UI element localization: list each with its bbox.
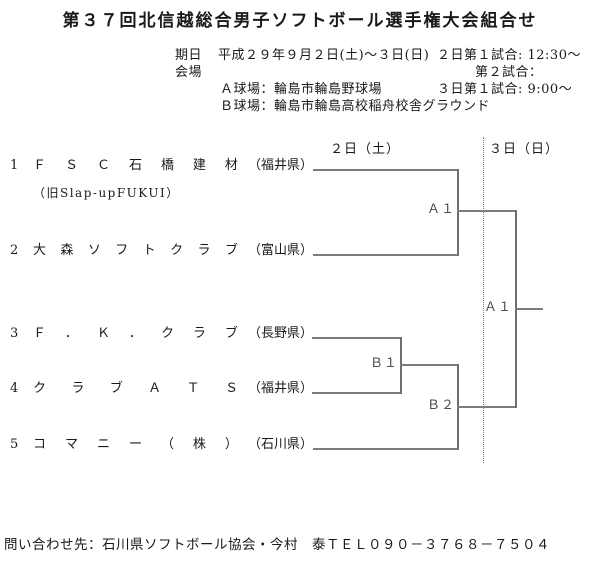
team-number: 3 [10, 326, 19, 341]
bracket-line-team-4 [312, 392, 400, 394]
day-sunday-header: ３日（日） [489, 142, 560, 157]
venue-b: Ｂ球場：輪島市輪島高校稲舟校舎グラウンド [220, 99, 491, 114]
team-row-5: 5 コマニー（株） （石川県） [10, 436, 313, 453]
bracket-line-team-3 [312, 337, 400, 339]
team-number: 2 [10, 243, 19, 258]
team-prefecture: （長野県） [248, 326, 314, 341]
team-prefecture: （富山県） [248, 243, 314, 258]
team-1-former-name-note: （旧Slap-upFUKUI） [33, 186, 180, 200]
schedule-game2: 第２試合： [475, 65, 543, 80]
match-label-b1: Ｂ１ [369, 356, 398, 371]
bracket-line-team-5 [313, 448, 457, 450]
match-label-b2: Ｂ２ [426, 398, 455, 413]
schedule-day3-game1: ３日第１試合: 9:00～ [437, 82, 573, 97]
team-number: 4 [10, 381, 19, 396]
match-label-a1: Ａ１ [426, 202, 455, 217]
contact-info: 問い合わせ先：石川県ソフトボール協会・今村 泰ＴＥＬ０９０－３７６８－７５０４ [4, 537, 550, 553]
bracket-winner-b2 [457, 406, 515, 408]
team-name: コマニー（株） [33, 437, 238, 452]
bracket-join-a1 [457, 169, 459, 256]
bracket-line-team-1 [313, 169, 457, 171]
team-row-2: 2 大森ソフトクラブ （富山県） [10, 242, 313, 259]
venue-label: 会場 [175, 65, 203, 80]
team-name: Ｆ．Ｋ．クラブ [33, 326, 238, 341]
day-divider-line [483, 137, 484, 463]
date-value: 平成２９年９月２日(土)～３日(日) [218, 48, 430, 63]
bracket-line-team-2 [313, 254, 457, 256]
date-label: 期日 [175, 48, 203, 63]
team-number: 1 [10, 158, 19, 173]
schedule-day2-game1: ２日第１試合: 12:30～ [437, 48, 581, 63]
team-prefecture: （石川県） [248, 437, 314, 452]
team-prefecture: （福井県） [248, 158, 314, 173]
bracket-winner-final [515, 308, 543, 310]
bracket-winner-b1 [400, 364, 459, 366]
team-number: 5 [10, 437, 19, 452]
team-prefecture: （福井県） [248, 381, 314, 396]
team-row-3: 3 Ｆ．Ｋ．クラブ （長野県） [10, 325, 313, 342]
day-saturday-header: ２日（土） [330, 142, 401, 157]
match-label-final-a1: Ａ１ [483, 300, 512, 315]
bracket-winner-a1 [457, 210, 515, 212]
page-title: 第３７回北信越総合男子ソフトボール選手権大会組合せ [62, 11, 538, 31]
venue-a: Ａ球場：輪島市輪島野球場 [220, 82, 383, 97]
team-name: 大森ソフトクラブ [33, 243, 238, 258]
